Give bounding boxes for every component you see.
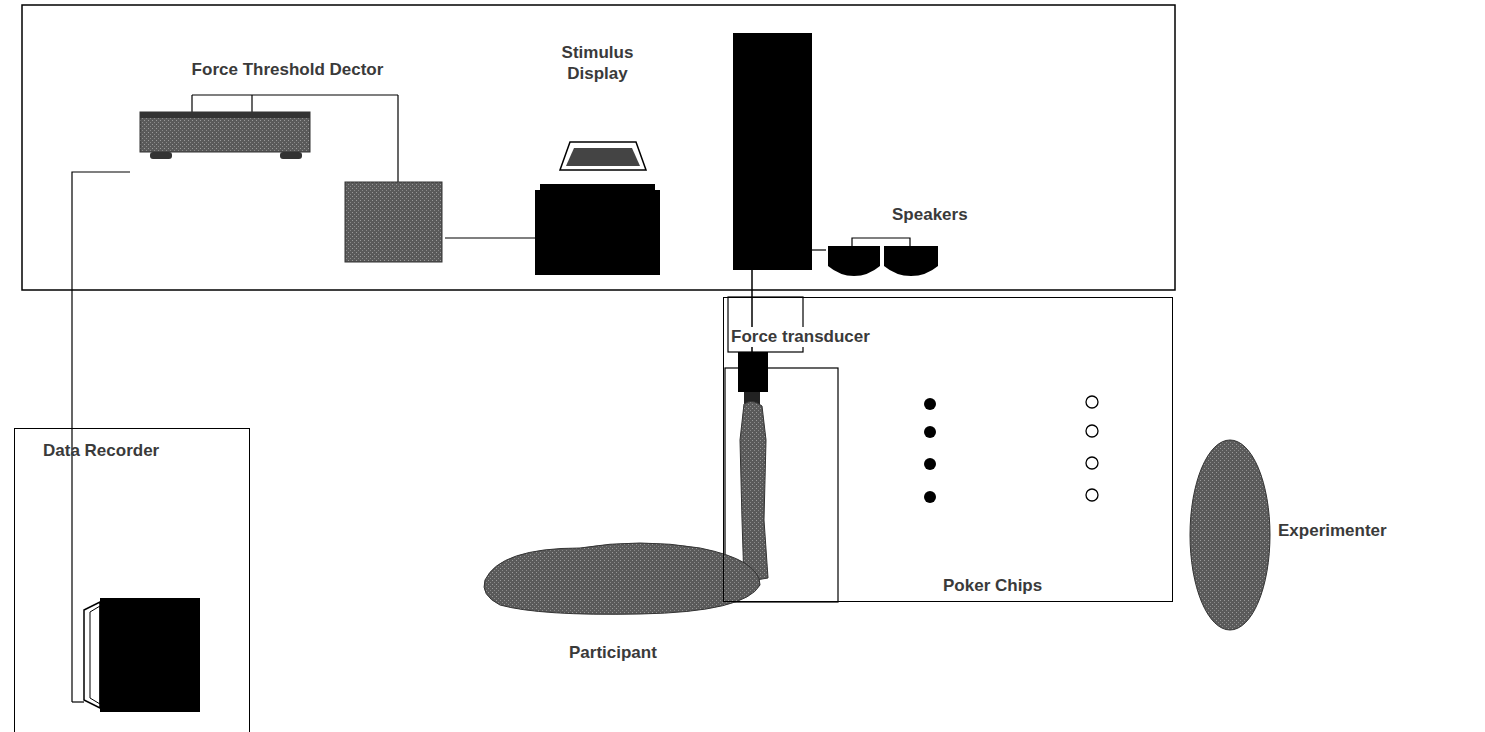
participant — [484, 543, 760, 614]
computer-tower — [733, 33, 812, 270]
node-label: Stimulus Display — [535, 42, 660, 85]
participant-arm — [740, 401, 768, 582]
node-label: Force Threshold Dector — [130, 59, 445, 80]
experimenter — [1190, 440, 1270, 630]
force-transducer — [738, 352, 768, 392]
data-recorder — [100, 598, 200, 712]
speaker — [828, 246, 880, 276]
bench-panel — [22, 5, 1175, 290]
detector-unit — [140, 112, 310, 152]
speaker-set: Speakers — [826, 204, 960, 276]
data-recorder-panel: Data Recorder — [14, 428, 250, 732]
node-label: Data Recorder — [43, 440, 223, 461]
person-label: Experimenter — [1277, 521, 1388, 541]
detector-amplifier — [345, 182, 442, 262]
computer — [535, 190, 660, 275]
wire — [72, 172, 130, 428]
node-label: Poker Chips — [943, 575, 1103, 596]
wire — [445, 237, 535, 238]
recorder-front — [84, 602, 100, 708]
detector-device: Force Threshold Dector — [130, 55, 445, 265]
speaker — [884, 246, 938, 276]
part-label: Force transducer — [730, 327, 871, 347]
display-device: Stimulus Display — [535, 40, 660, 275]
person-label: Participant — [568, 643, 658, 663]
monitor — [560, 142, 646, 170]
node-label: Speakers — [892, 204, 960, 225]
